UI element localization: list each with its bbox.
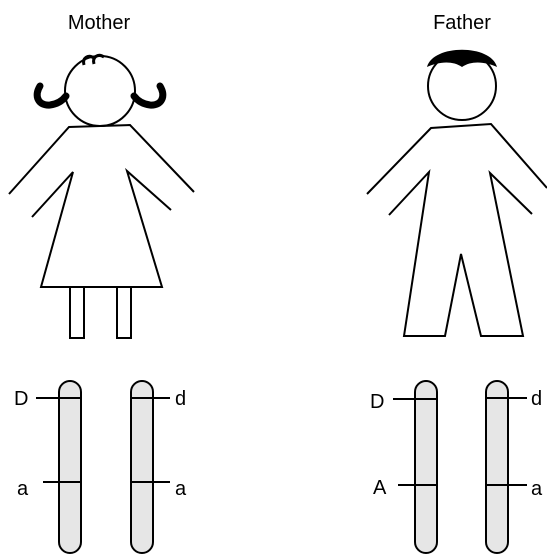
father-chromosome-right: d a [485,380,543,554]
allele-label-bottom: a [531,478,543,500]
mother-right-leg [116,286,132,339]
allele-label-bottom: a [175,478,187,500]
chromosome-bar [485,380,509,554]
allele-label-bottom: a [17,478,29,500]
father-title: Father [433,12,491,34]
mother-shoulders [8,123,195,195]
mother-figure [8,53,195,339]
father-hair [427,49,497,67]
mother-chromosome-left: D a [14,380,82,554]
mother-left-leg [69,286,85,339]
father-figure [366,49,547,337]
chromosome-bar [130,380,154,554]
mother-title: Mother [68,12,131,34]
allele-label-bottom: A [373,477,387,499]
allele-label-top: d [531,388,542,410]
mother-chromosome-right: d a [130,380,187,554]
father-shoulders [366,122,547,195]
allele-label-top: D [14,388,28,410]
mother-hair [33,53,167,109]
allele-label-top: D [370,391,384,413]
father-body [388,168,533,337]
chromosome-bar [58,380,82,554]
allele-label-top: d [175,388,186,410]
mother-dress [31,167,172,288]
chromosome-bar [414,380,438,554]
mother-head [64,55,136,127]
father-chromosome-left: D A [370,380,438,554]
